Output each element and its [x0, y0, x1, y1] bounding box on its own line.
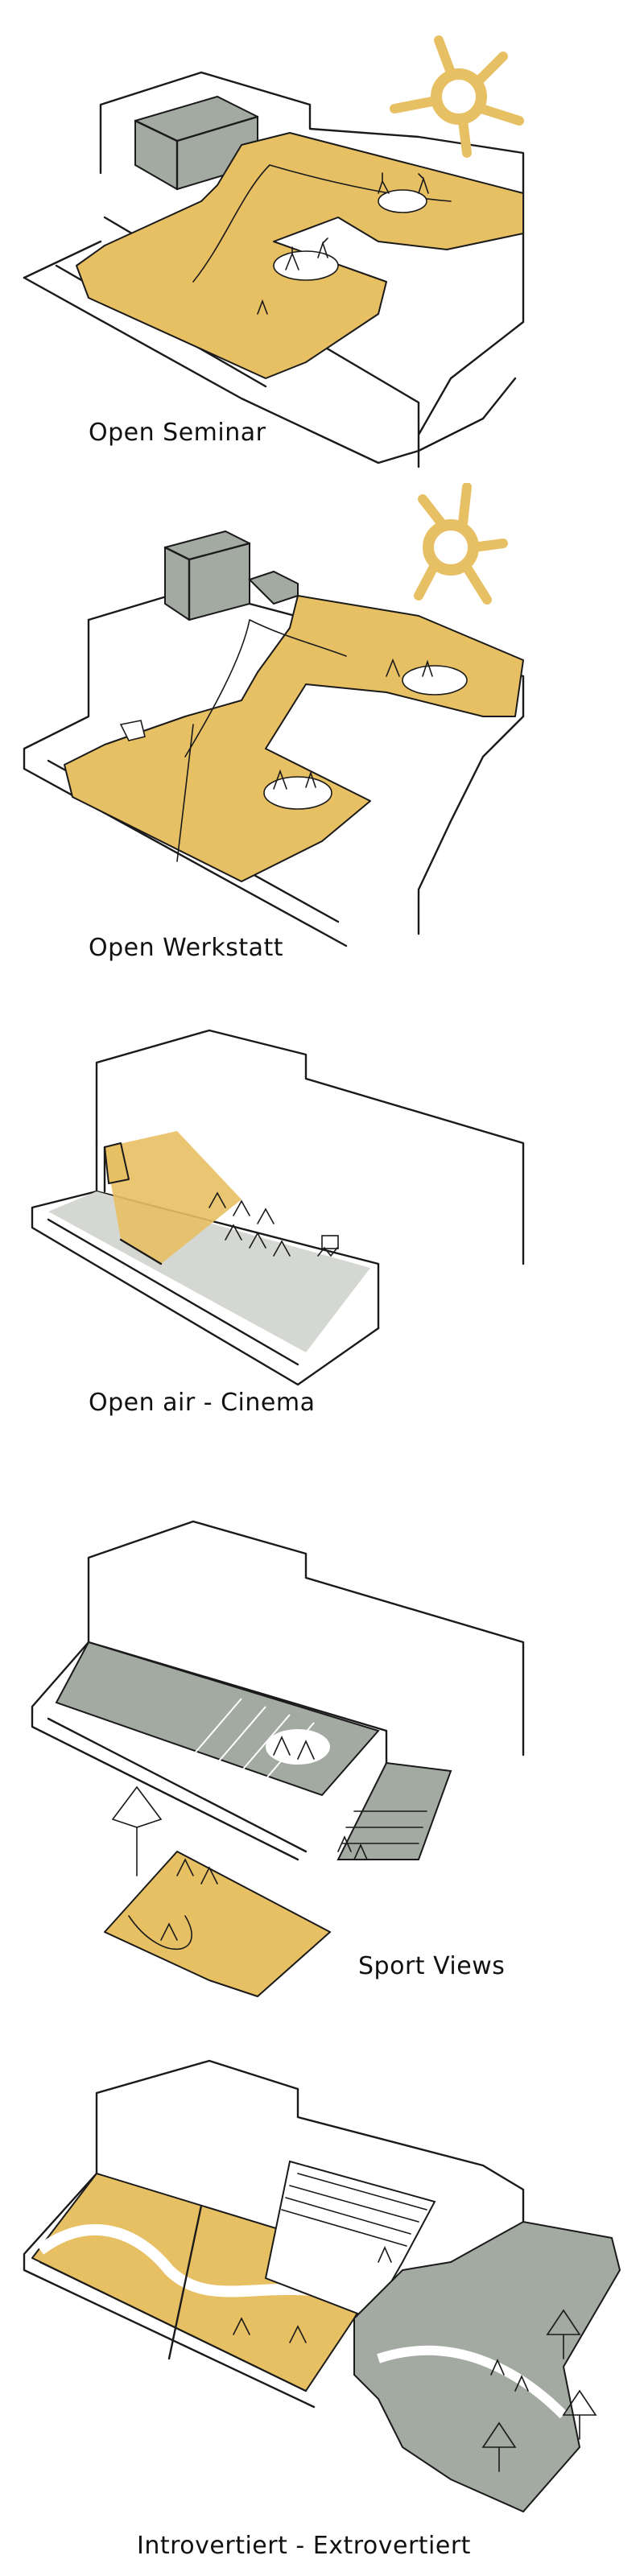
sun-icon — [414, 483, 508, 605]
caption-sport-views: Sport Views — [358, 1952, 506, 1980]
sketch-open-seminar — [23, 35, 525, 469]
caption-open-air-cinema: Open air - Cinema — [89, 1389, 316, 1417]
people-figures — [263, 658, 468, 810]
projection-light — [105, 1131, 242, 1264]
sport-field — [104, 1851, 331, 1997]
sun-icon — [390, 35, 524, 158]
caption-introvertiert-extrovertiert: Introvertiert - Extrovertiert — [137, 2532, 471, 2560]
werkstatt-platform — [64, 595, 524, 882]
panel-open-werkstatt: Open Werkstatt — [0, 483, 644, 998]
people-figures — [257, 172, 429, 315]
panel-open-seminar: Open Seminar — [0, 0, 644, 483]
sketch-introvertiert-extrovertiert — [23, 2059, 621, 2513]
panel-introvertiert-extrovertiert: Introvertiert - Extrovertiert — [0, 2029, 644, 2576]
sketch-open-werkstatt — [23, 483, 525, 947]
panel-open-air-cinema: Open air - Cinema — [0, 998, 644, 1481]
people-figures — [111, 1736, 368, 1951]
caption-open-seminar: Open Seminar — [89, 419, 266, 447]
sketch-open-air-cinema — [31, 1029, 525, 1386]
people-figures — [233, 2246, 529, 2392]
panel-sport-views: Sport Views — [0, 1481, 644, 2029]
caption-open-werkstatt: Open Werkstatt — [89, 934, 284, 962]
tree-icons — [481, 2309, 597, 2472]
sport-track — [55, 1641, 380, 1797]
people-figures — [208, 1191, 339, 1257]
sketch-sport-views — [31, 1520, 525, 1997]
